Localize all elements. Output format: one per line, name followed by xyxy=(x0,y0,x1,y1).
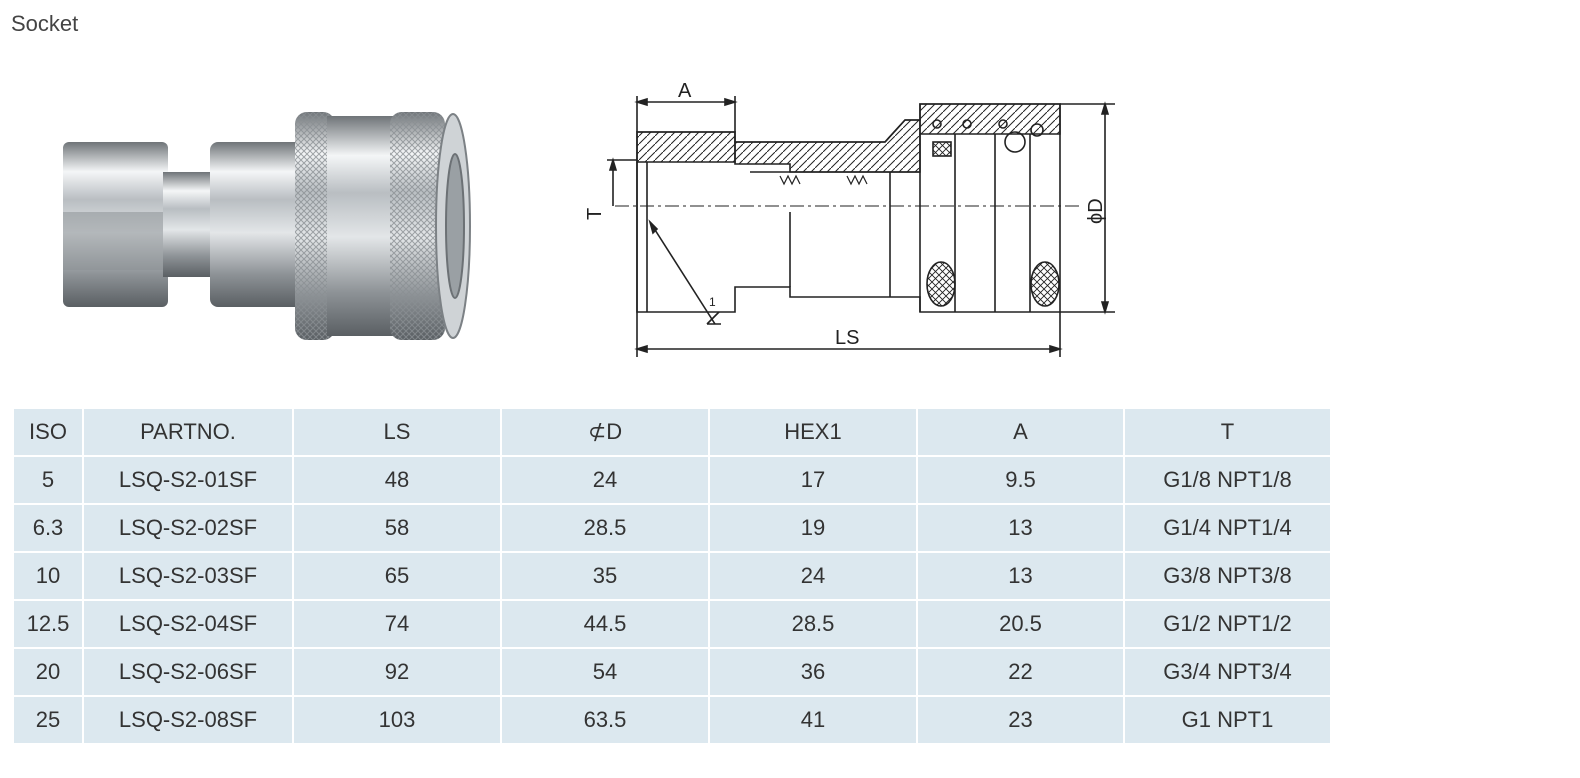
cell-a: 9.5 xyxy=(916,455,1125,505)
cell-d: 44.5 xyxy=(500,599,710,649)
col-header-a: A xyxy=(916,407,1125,457)
cell-t: G1/8 NPT1/8 xyxy=(1123,455,1332,505)
cell-partno: LSQ-S2-03SF xyxy=(82,551,294,601)
cell-ls: 103 xyxy=(292,695,502,745)
cell-hex1: 24 xyxy=(708,551,918,601)
cell-t: G1 NPT1 xyxy=(1123,695,1332,745)
cell-t: G1/4 NPT1/4 xyxy=(1123,503,1332,553)
spec-table: ISO PARTNO. LS ⊄D HEX1 A T 5 LSQ-S2-01SF… xyxy=(12,407,1332,745)
dim-d-label: ϕD xyxy=(1085,198,1107,224)
col-header-partno: PARTNO. xyxy=(82,407,294,457)
cell-partno: LSQ-S2-01SF xyxy=(82,455,294,505)
cell-t: G1/2 NPT1/2 xyxy=(1123,599,1332,649)
cell-d: 24 xyxy=(500,455,710,505)
cell-iso: 12.5 xyxy=(12,599,84,649)
cell-iso: 5 xyxy=(12,455,84,505)
table-row: 5 LSQ-S2-01SF 48 24 17 9.5 G1/8 NPT1/8 xyxy=(12,455,1332,505)
cell-iso: 6.3 xyxy=(12,503,84,553)
cell-a: 23 xyxy=(916,695,1125,745)
cell-ls: 92 xyxy=(292,647,502,697)
cell-t: G3/4 NPT3/4 xyxy=(1123,647,1332,697)
cell-iso: 25 xyxy=(12,695,84,745)
col-header-t: T xyxy=(1123,407,1332,457)
cell-d: 54 xyxy=(500,647,710,697)
page-title: Socket xyxy=(11,11,79,36)
cell-a: 20.5 xyxy=(916,599,1125,649)
col-header-d: ⊄D xyxy=(500,407,710,457)
table-row: 12.5 LSQ-S2-04SF 74 44.5 28.5 20.5 G1/2 … xyxy=(12,599,1332,649)
cell-hex1: 17 xyxy=(708,455,918,505)
cell-a: 22 xyxy=(916,647,1125,697)
socket-product-photo xyxy=(63,112,471,340)
cell-ls: 48 xyxy=(292,455,502,505)
cell-hex1: 19 xyxy=(708,503,918,553)
dim-a-label: A xyxy=(678,80,692,102)
cell-a: 13 xyxy=(916,503,1125,553)
cell-ls: 58 xyxy=(292,503,502,553)
cell-partno: LSQ-S2-06SF xyxy=(82,647,294,697)
col-header-hex1: HEX1 xyxy=(708,407,918,457)
cell-d: 28.5 xyxy=(500,503,710,553)
cell-partno: LSQ-S2-02SF xyxy=(82,503,294,553)
cell-hex1: 36 xyxy=(708,647,918,697)
cell-ls: 65 xyxy=(292,551,502,601)
thread-label: 1 xyxy=(709,295,716,309)
dim-ls-label: LS xyxy=(835,327,859,349)
cell-hex1: 41 xyxy=(708,695,918,745)
col-header-ls: LS xyxy=(292,407,502,457)
dim-t-label: T xyxy=(584,208,606,220)
table-header-row: ISO PARTNO. LS ⊄D HEX1 A T xyxy=(12,407,1332,457)
cell-d: 63.5 xyxy=(500,695,710,745)
socket-technical-drawing: A T 1 ϕD LS xyxy=(584,80,1115,357)
table-row: 10 LSQ-S2-03SF 65 35 24 13 G3/8 NPT3/8 xyxy=(12,551,1332,601)
col-header-iso: ISO xyxy=(12,407,84,457)
table-row: 25 LSQ-S2-08SF 103 63.5 41 23 G1 NPT1 xyxy=(12,695,1332,745)
cell-iso: 20 xyxy=(12,647,84,697)
cell-partno: LSQ-S2-08SF xyxy=(82,695,294,745)
cell-a: 13 xyxy=(916,551,1125,601)
cell-t: G3/8 NPT3/8 xyxy=(1123,551,1332,601)
cell-ls: 74 xyxy=(292,599,502,649)
cell-iso: 10 xyxy=(12,551,84,601)
table-row: 20 LSQ-S2-06SF 92 54 36 22 G3/4 NPT3/4 xyxy=(12,647,1332,697)
table-row: 6.3 LSQ-S2-02SF 58 28.5 19 13 G1/4 NPT1/… xyxy=(12,503,1332,553)
cell-d: 35 xyxy=(500,551,710,601)
cell-hex1: 28.5 xyxy=(708,599,918,649)
cell-partno: LSQ-S2-04SF xyxy=(82,599,294,649)
